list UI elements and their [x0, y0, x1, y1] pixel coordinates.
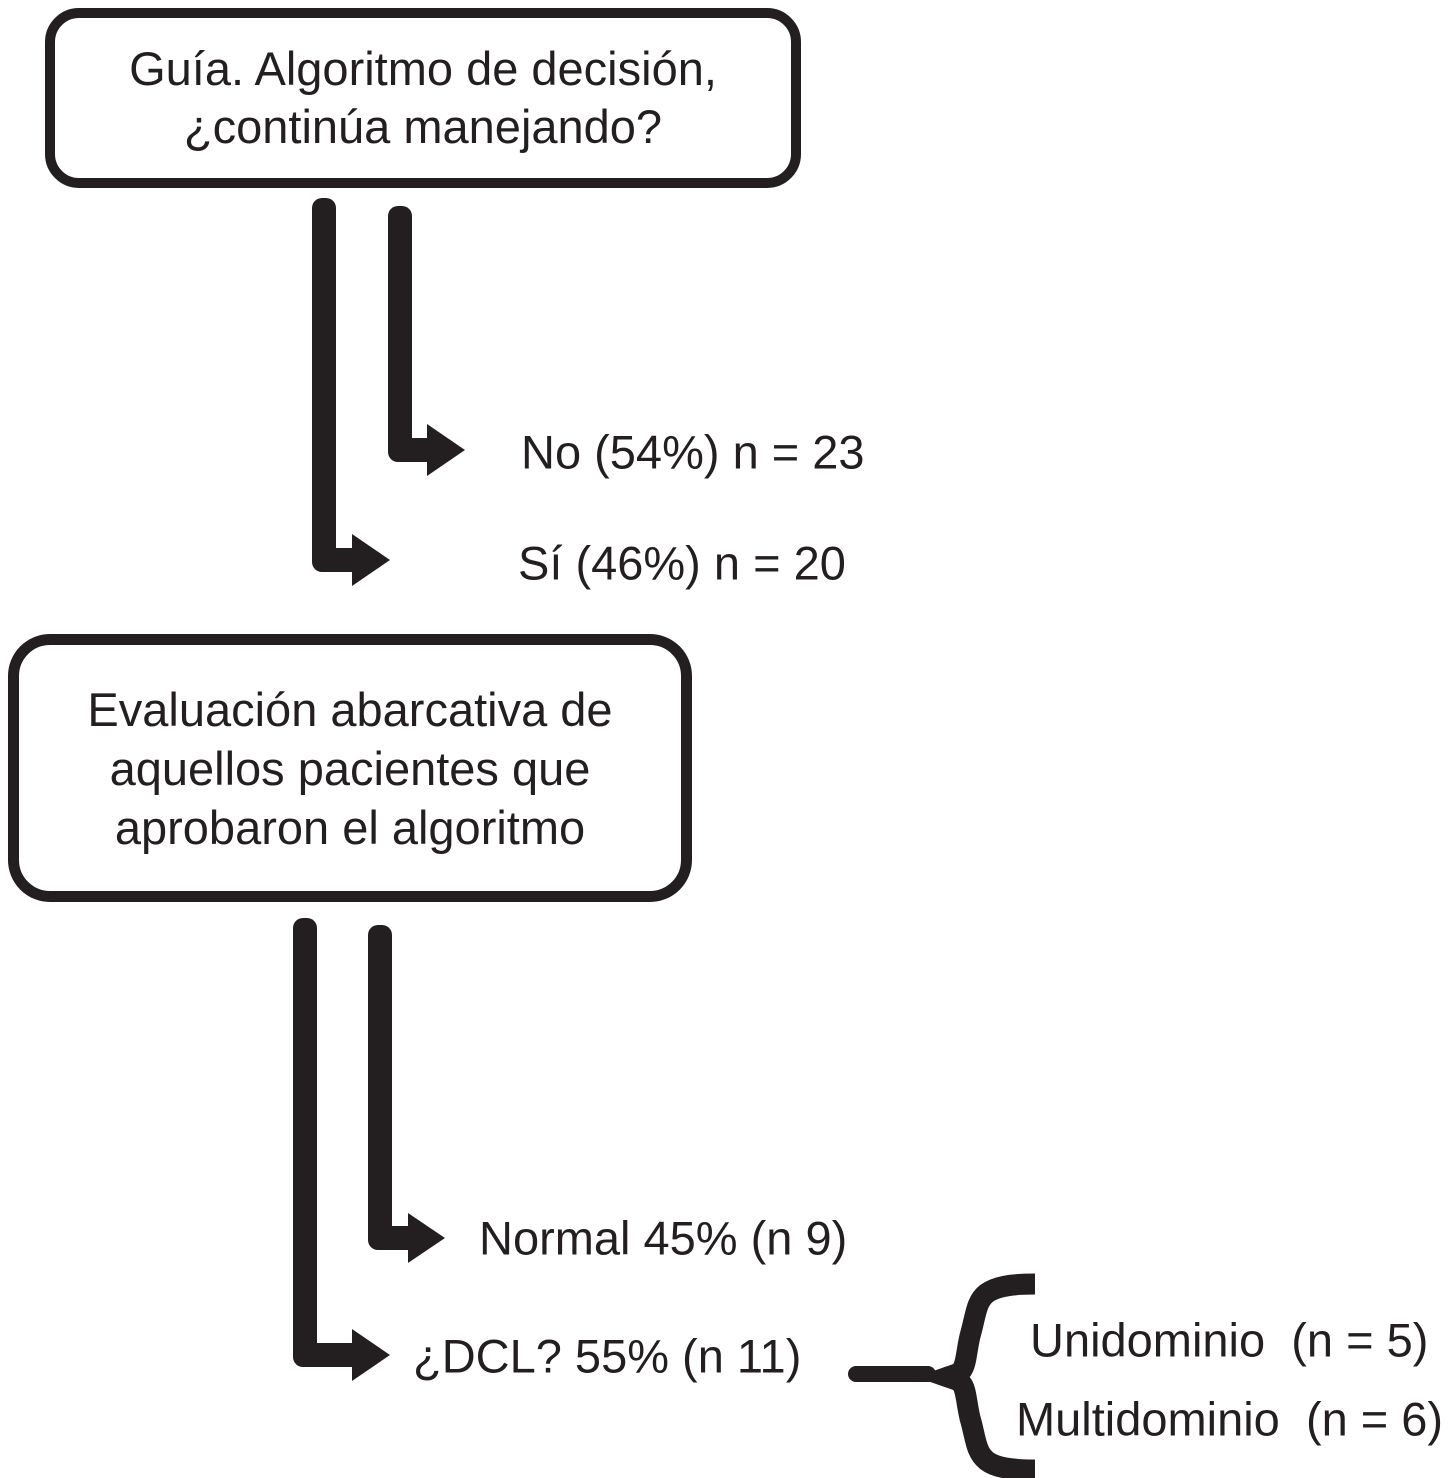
si-branch-arrow-icon [312, 198, 390, 586]
si-result-label: Sí (46%) n = 20 [518, 536, 846, 590]
dcl-result-label: ¿DCL? 55% (n 11) [413, 1329, 802, 1383]
dcl-branch-arrow-icon [293, 918, 390, 1381]
evaluation-box-line-1: Evaluación abarcativa de [87, 682, 613, 736]
dcl-brace-icon [916, 1273, 1036, 1478]
no-branch-arrow-icon [388, 206, 465, 476]
guide-box-line-1: Guía. Algoritmo de decisión, [129, 42, 717, 95]
unidominio-label: Unidominio (n = 5) [1030, 1313, 1429, 1367]
guide-box-line-2: ¿continúa manejando? [183, 100, 663, 153]
no-result-label: No (54%) n = 23 [521, 425, 865, 479]
normal-branch-arrow-icon [368, 925, 445, 1263]
evaluation-box: Evaluación abarcativa de aquellos pacien… [8, 634, 692, 902]
dcl-connector-line [848, 1366, 936, 1382]
evaluation-box-line-2: aquellos pacientes que [109, 741, 591, 795]
normal-result-label: Normal 45% (n 9) [479, 1211, 848, 1265]
guide-decision-box: Guía. Algoritmo de decisión, ¿continúa m… [45, 8, 801, 188]
evaluation-box-line-3: aprobaron el algoritmo [114, 800, 586, 854]
multidominio-label: Multidominio (n = 6) [1016, 1392, 1444, 1446]
